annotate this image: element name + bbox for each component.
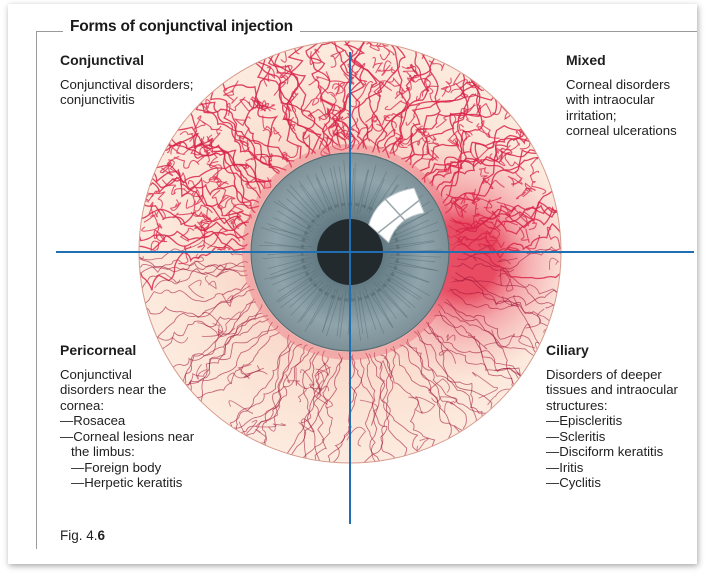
label-pericorneal: Pericorneal Conjunctival disorders near …	[60, 343, 194, 491]
figure-caption: Fig. 4.6	[60, 528, 105, 543]
figure-page: Forms of conjunctival injection	[8, 4, 697, 564]
label-mixed: Mixed Corneal disorders with intraocular…	[566, 53, 677, 139]
label-conjunctival: Conjunctival Conjunctival disorders; con…	[60, 53, 193, 108]
label-ciliary: Ciliary Disorders of deeper tissues and …	[546, 343, 678, 491]
